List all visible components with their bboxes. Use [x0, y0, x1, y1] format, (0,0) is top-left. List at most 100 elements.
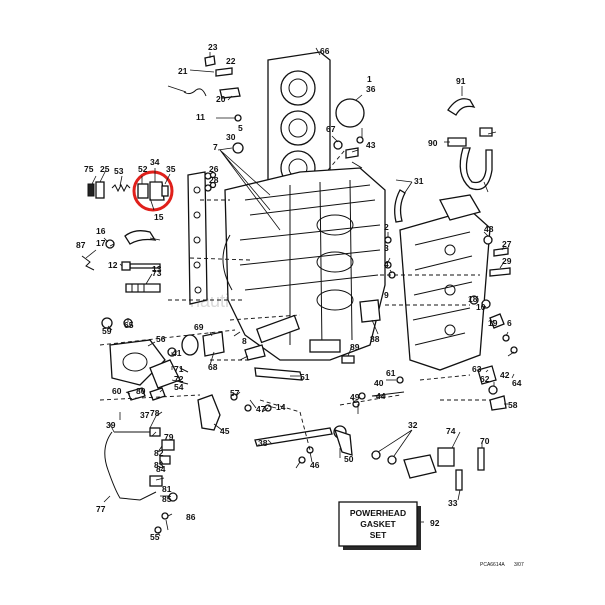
callout: 6 [507, 318, 512, 328]
callout: 45 [220, 426, 230, 436]
figure-code: PCA6614A [480, 562, 505, 568]
callout: 65 [124, 320, 134, 330]
callout: 63 [472, 364, 482, 374]
callout: 4 [384, 259, 389, 269]
hoses [394, 98, 493, 223]
callout-labels: 1 2 3 4 5 6 7 8 9 10 11 12 13 14 15 16 1… [76, 42, 522, 542]
callout: 23 [208, 42, 218, 52]
callout: 82 [154, 448, 164, 458]
callout: 57 [230, 388, 240, 398]
tee-fitting [447, 137, 467, 147]
callout: 53 [114, 166, 124, 176]
callout: 39 [106, 420, 116, 430]
callout: 22 [226, 56, 236, 66]
callout: 87 [76, 240, 86, 250]
callout: 42 [500, 370, 510, 380]
callout: 47 [256, 404, 266, 414]
callout: 59 [102, 326, 112, 336]
gasket-strip [187, 171, 208, 305]
callout: 33 [448, 498, 458, 508]
solenoid-group [403, 447, 485, 491]
callout: 61 [386, 368, 396, 378]
callout: 37 [140, 410, 150, 420]
callout: 1 [367, 74, 372, 84]
callout: 27 [502, 239, 512, 249]
callout: 68 [208, 362, 218, 372]
callout: 21 [178, 66, 188, 76]
callout: 64 [512, 378, 522, 388]
callout: 58 [508, 400, 518, 410]
callout: 7 [213, 142, 218, 152]
figure-date: 3/07 [514, 562, 524, 568]
callout: 74 [446, 426, 456, 436]
callout: 32 [408, 420, 418, 430]
callout: 60 [112, 386, 122, 396]
callout: 79 [164, 432, 174, 442]
sensor-wire-harness [104, 427, 178, 534]
callout: 84 [156, 464, 166, 474]
leader-lines [85, 47, 515, 537]
callout: 5 [238, 123, 243, 133]
callout: 90 [428, 138, 438, 148]
mount-bracket [197, 394, 221, 431]
callout: 51 [300, 372, 310, 382]
callout: 78 [150, 408, 160, 418]
callout: 14 [276, 402, 286, 412]
callout: 85 [162, 494, 172, 504]
gasket-box-line1: POWERHEAD [350, 508, 406, 518]
callout: 34 [150, 157, 160, 167]
callout: 36 [366, 84, 376, 94]
callout: 88 [370, 334, 380, 344]
callout: 77 [96, 504, 106, 514]
callout: 28 [209, 175, 219, 185]
temperature-sender [87, 181, 131, 199]
callout: 18 [468, 294, 478, 304]
callout: 89 [350, 342, 360, 352]
callout: 48 [484, 224, 494, 234]
gasket-box-ref: 92 [430, 518, 440, 528]
callout: 30 [226, 132, 236, 142]
callout: 38 [258, 438, 268, 448]
callout: 80 [136, 386, 146, 396]
link-rod [254, 427, 333, 447]
callout: 20 [216, 94, 226, 104]
powerhead-gasket-set-box: POWERHEAD GASKET SET 92 [338, 501, 440, 550]
callout: 81 [162, 484, 172, 494]
callout: 40 [374, 378, 384, 388]
bypass-hose [124, 230, 157, 245]
cylinder-block [222, 51, 386, 361]
callout: 46 [310, 460, 320, 470]
callout: 8 [242, 336, 247, 346]
callout: 15 [154, 212, 164, 222]
callout: 9 [384, 290, 389, 300]
callout: 2 [384, 222, 389, 232]
gasket-box-line3: SET [370, 530, 387, 540]
callout: 71 [174, 364, 184, 374]
callout: 67 [326, 124, 336, 134]
callout: 83 [154, 460, 164, 470]
callout: 29 [502, 256, 512, 266]
callout: 13 [152, 264, 162, 274]
callout: 69 [194, 322, 204, 332]
callout: 35 [166, 164, 176, 174]
callout: 75 [84, 164, 94, 174]
callout: 3 [384, 243, 389, 253]
thermostat-assembly [137, 181, 169, 201]
callout: 11 [196, 112, 205, 122]
callout: 50 [344, 454, 354, 464]
callout: 73 [152, 268, 162, 278]
o-ring [335, 98, 365, 128]
callout: 31 [414, 176, 424, 186]
throttle-lever [254, 367, 303, 381]
crankcase-half [399, 194, 491, 371]
callout: 52 [138, 164, 148, 174]
callout: 62 [480, 374, 490, 384]
callout: 54 [174, 382, 184, 392]
callout: 25 [100, 164, 110, 174]
callout: 10 [476, 302, 486, 312]
highlight-circle [132, 170, 174, 212]
gasket-box-line2: GASKET [360, 519, 396, 529]
callout: 17 [96, 238, 106, 248]
callout: 72 [174, 374, 184, 384]
